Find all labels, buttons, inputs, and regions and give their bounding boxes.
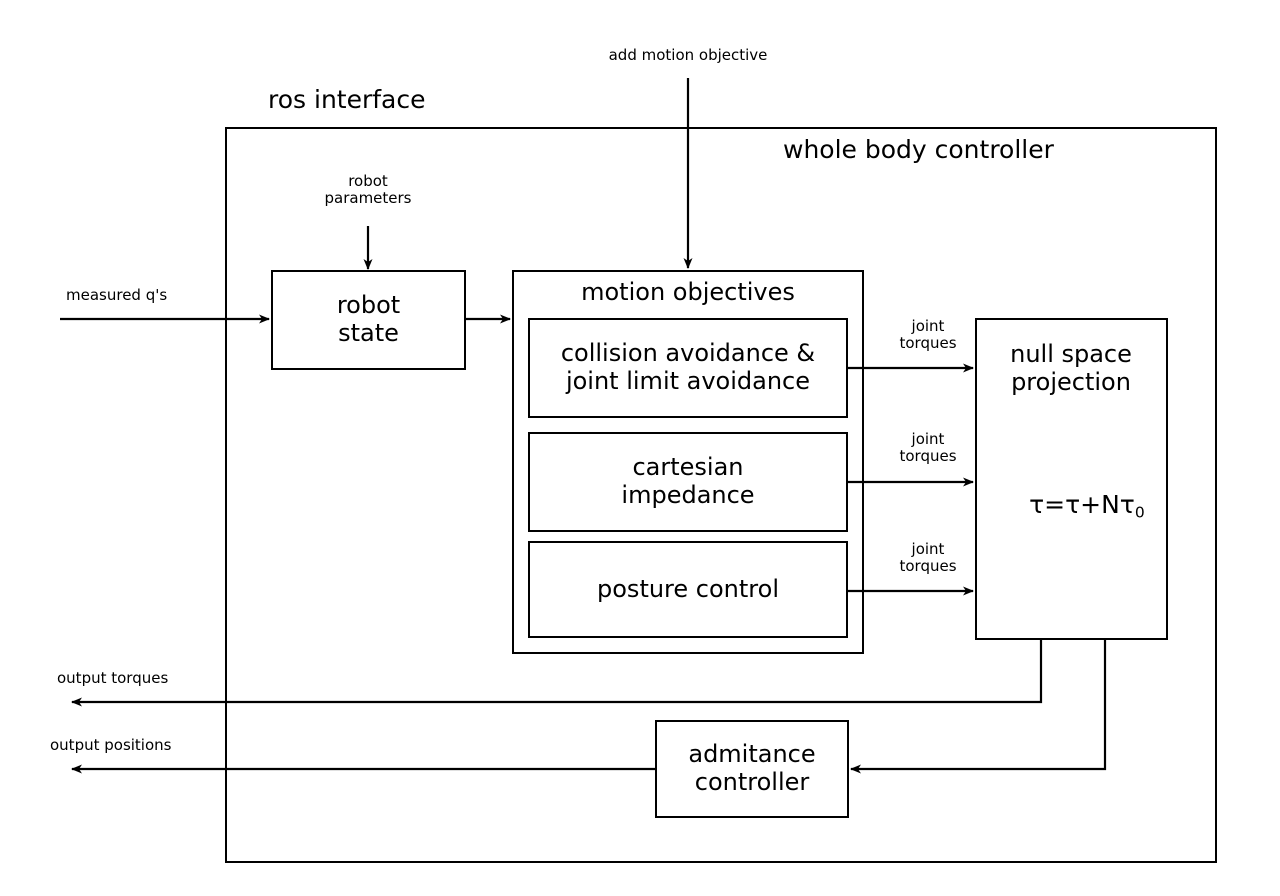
block-motion-objectives[interactable] [512, 270, 864, 654]
block-null-space-projection[interactable] [975, 318, 1168, 640]
robot-parameters-label: robot parameters [324, 172, 412, 208]
motion-objectives-label: motion objectives [581, 278, 795, 306]
whole-body-controller-label: whole body controller [783, 135, 1054, 164]
output-positions-label: output positions [50, 736, 172, 754]
container-ros-interface [225, 127, 1217, 863]
ros-interface-label: ros interface [268, 85, 426, 114]
joint-torques-label-1: joint torques [899, 317, 957, 353]
equation-main: τ=τ+Nτ [1029, 489, 1135, 519]
block-admitance-controller[interactable]: admitance controller [655, 720, 849, 818]
null-space-projection-equation: τ=τ+Nτ0 [997, 462, 1145, 551]
block-robot-state[interactable]: robot state [271, 270, 466, 370]
joint-torques-label-2: joint torques [899, 430, 957, 466]
equation-subscript: 0 [1134, 503, 1145, 522]
add-motion-objective-label: add motion objective [608, 46, 768, 64]
block-posture-control[interactable]: posture control [528, 541, 848, 638]
measured-qs-label: measured q's [66, 286, 168, 304]
null-space-projection-label: null space projection [1010, 340, 1132, 396]
block-collision-avoidance[interactable]: collision avoidance & joint limit avoida… [528, 318, 848, 418]
joint-torques-label-3: joint torques [899, 540, 957, 576]
output-torques-label: output torques [57, 669, 169, 687]
block-cartesian-impedance[interactable]: cartesian impedance [528, 432, 848, 532]
